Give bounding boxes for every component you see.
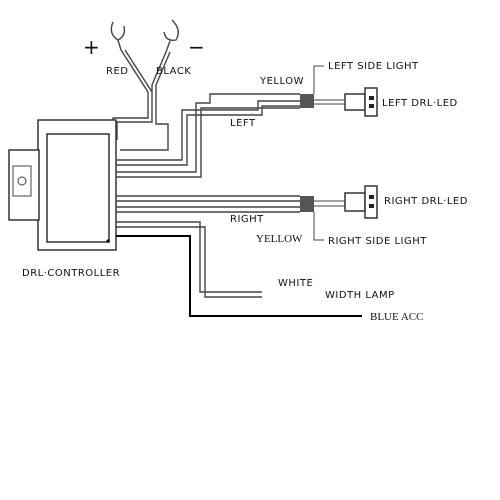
blue-acc-wire <box>116 235 362 317</box>
left-wire-2-outline <box>116 107 300 178</box>
left-side-light-label: LEFT SIDE LIGHT <box>328 61 419 72</box>
blue-acc-label: BLUE ACC <box>370 311 423 323</box>
red-wire <box>112 49 149 140</box>
right-plug-pin <box>369 195 374 199</box>
left-wire-tip <box>300 94 314 108</box>
left-wire-outline <box>116 105 300 166</box>
red-clip-icon <box>110 21 126 51</box>
left-label: LEFT <box>230 118 256 129</box>
left-side-light-pointer <box>313 65 324 94</box>
right-plug-wire <box>314 200 346 207</box>
right-side-light-pointer <box>313 212 324 241</box>
left-plug-body <box>344 93 366 111</box>
controller-inner-panel <box>46 133 110 243</box>
yellow-bottom-label: YELLOW <box>256 233 303 245</box>
left-plug-pin <box>369 104 374 108</box>
drl-controller-label: DRL·CONTROLLER <box>22 268 120 279</box>
width-lamp-label: WIDTH LAMP <box>325 290 395 301</box>
red-label: RED <box>106 66 128 77</box>
left-plug-head <box>364 87 378 117</box>
black-clip-icon <box>163 19 179 53</box>
white-wire-outline <box>116 226 262 298</box>
right-side-light-label: RIGHT SIDE LIGHT <box>328 236 427 247</box>
red-wire-outline <box>116 49 153 140</box>
left-wire <box>116 100 300 161</box>
left-drl-led-label: LEFT DRL·LED <box>382 98 458 109</box>
controller-dot <box>106 239 110 243</box>
right-wire-tip <box>300 196 314 212</box>
connector-slot <box>12 165 32 197</box>
plus-sign: + <box>83 35 100 59</box>
black-wire <box>151 51 167 92</box>
yellow-top-label: YELLOW <box>259 76 304 87</box>
right-drl-led-label: RIGHT DRL·LED <box>384 196 468 207</box>
right-plug-body <box>344 192 366 212</box>
white-label: WHITE <box>278 278 313 289</box>
connector-hole <box>17 176 27 186</box>
left-plug-pin <box>369 96 374 100</box>
left-plug-wire <box>314 99 346 105</box>
white-wire <box>116 221 262 293</box>
minus-sign: − <box>188 35 205 59</box>
black-wire-outline <box>120 51 171 151</box>
right-plug-pin <box>369 204 374 208</box>
right-label: RIGHT <box>230 214 264 225</box>
right-plug-head <box>364 185 378 219</box>
black-label: BLACK <box>156 66 191 77</box>
left-wire-2 <box>116 93 300 173</box>
